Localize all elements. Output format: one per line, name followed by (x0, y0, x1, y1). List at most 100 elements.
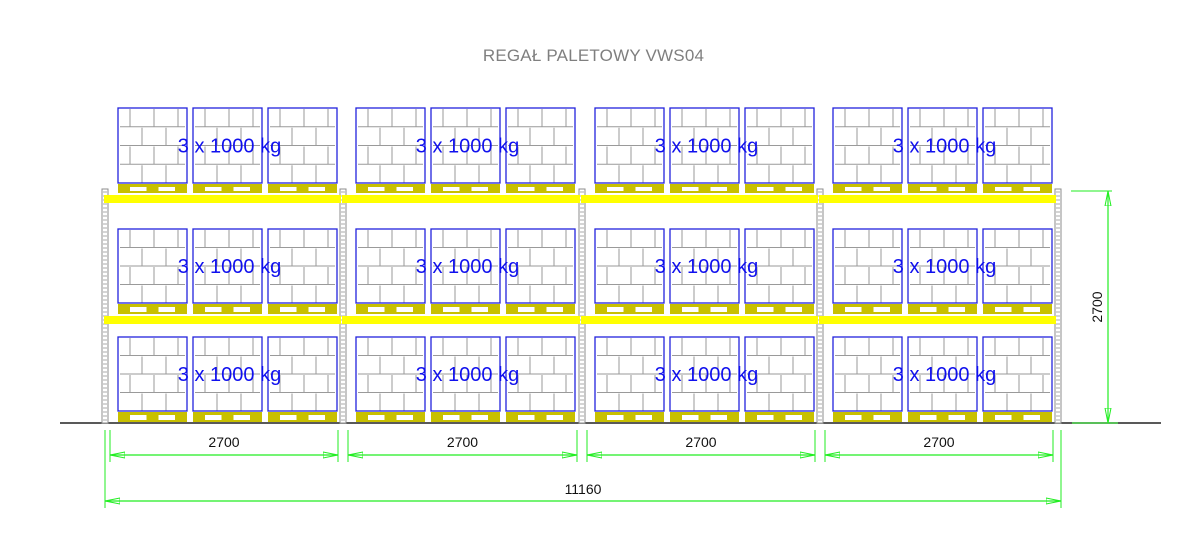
pallet-block (652, 304, 664, 314)
pallet-block (563, 184, 575, 193)
pallet-block (488, 412, 500, 422)
pallet-load-outline (907, 107, 978, 184)
load-capacity-label: 3 x 1000 kg (416, 136, 519, 158)
pallet-bottom-board (356, 312, 425, 314)
pallet-block (670, 184, 682, 193)
pallet (832, 228, 903, 314)
upright-frame (101, 188, 109, 424)
pallet-bottom-board (431, 312, 500, 314)
drawing-title: REGAŁ PALETOWY VWS04 (482, 46, 705, 65)
pallet (430, 107, 501, 193)
beam (581, 316, 818, 324)
pallet-block (1040, 184, 1052, 193)
pallet-block (296, 304, 309, 314)
pallet-load-outline (505, 107, 576, 184)
pallet-bottom-board (745, 420, 814, 422)
pallet-block (384, 184, 397, 193)
upright-post (1054, 188, 1062, 424)
pallet-block (773, 412, 786, 422)
pallet-bottom-board (268, 191, 337, 193)
pallet-load-outline (505, 228, 576, 304)
beam (104, 195, 341, 203)
pallet-bottom-board (983, 312, 1052, 314)
pallet (907, 107, 978, 193)
pallet-block (833, 412, 845, 422)
pallet-block (698, 304, 711, 314)
pallet-block (506, 184, 518, 193)
beam (104, 316, 341, 324)
pallet-load-outline (669, 107, 740, 184)
pallet (505, 107, 576, 193)
upright-frame (816, 188, 824, 424)
pallet-block (861, 304, 874, 314)
height-label: 2700 (1089, 291, 1105, 322)
pallet-load-outline (267, 336, 338, 412)
pallet-bottom-board (908, 312, 977, 314)
pallet-bottom-board (193, 420, 262, 422)
pallet-block (1011, 184, 1024, 193)
upright-frame (1054, 188, 1062, 424)
pallet (744, 228, 815, 314)
pallet-block (861, 412, 874, 422)
upright-post (816, 188, 824, 424)
pallet (982, 228, 1053, 314)
pallet-block (146, 184, 159, 193)
pallet-load-outline (192, 107, 263, 184)
pallet-load-outline (192, 336, 263, 412)
pallet (982, 336, 1053, 422)
pallet-block (118, 184, 130, 193)
pallet-load-outline (744, 107, 815, 184)
pallet-block (861, 184, 874, 193)
pallet-load-outline (594, 228, 665, 304)
pallet-block (268, 412, 280, 422)
pallet-block (745, 304, 757, 314)
pallet-block (802, 412, 814, 422)
pallet (117, 228, 188, 314)
pallet-bottom-board (193, 312, 262, 314)
pallet (192, 228, 263, 314)
pallet-block (268, 184, 280, 193)
pallet-block (623, 304, 636, 314)
pallet-bottom-board (595, 420, 664, 422)
pallet-block (506, 412, 518, 422)
pallet-bottom-board (833, 191, 902, 193)
pallet-load-outline (355, 228, 426, 304)
pallet-block (652, 412, 664, 422)
pallet (505, 336, 576, 422)
pallet-block (727, 184, 739, 193)
pallet-bottom-board (745, 312, 814, 314)
pallet-block (833, 304, 845, 314)
pallet-bottom-board (118, 191, 187, 193)
pallet-block (356, 184, 368, 193)
pallet-block (175, 184, 187, 193)
load-capacity-label: 3 x 1000 kg (178, 256, 281, 278)
pallet-load-outline (594, 107, 665, 184)
pallet-block (384, 304, 397, 314)
load-capacity-label: 3 x 1000 kg (416, 256, 519, 278)
pallet-bottom-board (431, 191, 500, 193)
pallet-block (563, 412, 575, 422)
pallet (355, 336, 426, 422)
pallet-load-outline (907, 336, 978, 412)
pallet-block (431, 412, 443, 422)
total-width-label: 11160 (565, 481, 602, 497)
pallet (669, 107, 740, 193)
pallet-block (384, 412, 397, 422)
pallet-block (325, 304, 337, 314)
pallet-block (175, 304, 187, 314)
uprights-group (101, 188, 1062, 424)
pallet-bottom-board (908, 420, 977, 422)
pallet-block (534, 412, 547, 422)
pallet-bottom-board (268, 312, 337, 314)
pallet-block (965, 412, 977, 422)
pallet (355, 228, 426, 314)
pallet-load-outline (982, 228, 1053, 304)
pallet (430, 228, 501, 314)
beam (581, 195, 818, 203)
pallet (669, 228, 740, 314)
pallet-bottom-board (506, 312, 575, 314)
pallet-load-outline (355, 336, 426, 412)
load-capacity-label: 3 x 1000 kg (655, 364, 758, 386)
pallet-load-outline (430, 107, 501, 184)
pallet-block (908, 412, 920, 422)
